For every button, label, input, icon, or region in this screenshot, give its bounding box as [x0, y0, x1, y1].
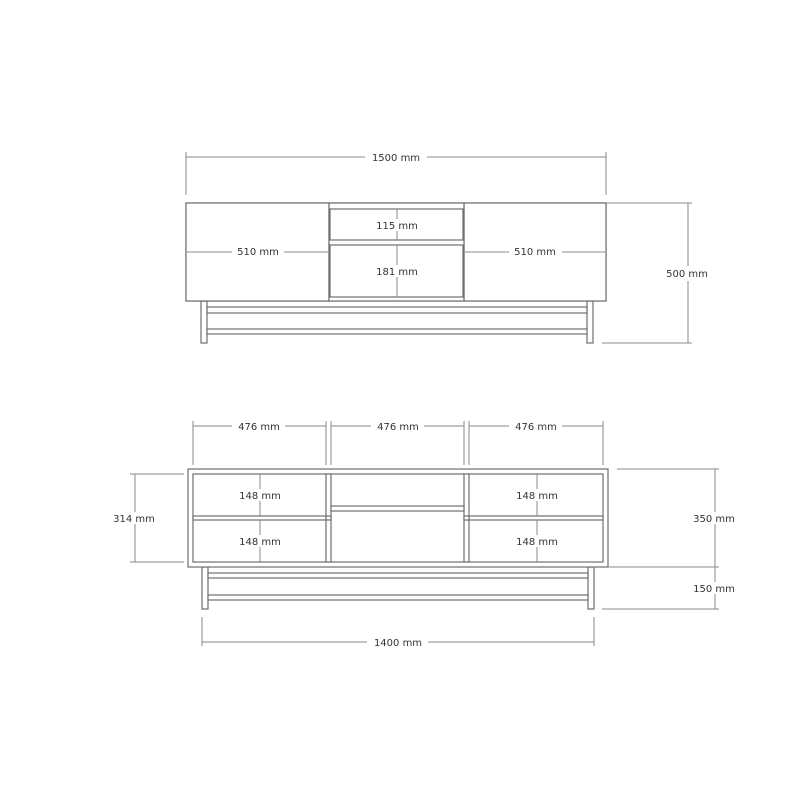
open-view: 476 mm 476 mm 476 mm	[113, 421, 735, 649]
left-shelf	[192, 515, 327, 521]
dim-compartment-widths: 476 mm 476 mm 476 mm	[192, 421, 604, 465]
overall-width-label: 1500 mm	[372, 153, 420, 164]
compartment-width-1: 476 mm	[238, 422, 280, 433]
base-frame	[200, 300, 594, 344]
dim-right-door: 510 mm	[465, 247, 605, 258]
dim-body-leg-height: 350 mm 150 mm	[602, 468, 735, 610]
right-door-width-label: 510 mm	[514, 247, 556, 258]
compartment-width-2: 476 mm	[377, 422, 419, 433]
dim-upper-drawer: 115 mm	[374, 209, 420, 240]
middle-shelf	[330, 505, 465, 512]
left-shelf-lower-label: 148 mm	[239, 537, 281, 548]
dim-left-shelves: 148 mm 148 mm	[237, 474, 283, 562]
body-height-label: 350 mm	[693, 514, 735, 525]
dim-left-door: 510 mm	[187, 247, 328, 258]
right-shelf-lower-label: 148 mm	[516, 537, 558, 548]
lower-drawer-height-label: 181 mm	[376, 267, 418, 278]
right-shelf-upper-label: 148 mm	[516, 491, 558, 502]
base-frame-open	[201, 566, 595, 610]
compartment-width-3: 476 mm	[515, 422, 557, 433]
dim-inner-height: 314 mm	[113, 473, 184, 563]
left-edge-stub	[325, 515, 332, 521]
leg-height-label: 150 mm	[693, 584, 735, 595]
upper-drawer-height-label: 115 mm	[376, 221, 418, 232]
leg-span-label: 1400 mm	[374, 638, 422, 649]
right-edge-stub	[463, 515, 470, 521]
dim-overall-height: 500 mm	[602, 202, 708, 344]
dim-leg-span: 1400 mm	[201, 617, 595, 649]
overall-height-label: 500 mm	[666, 269, 708, 280]
dim-overall-width: 1500 mm	[185, 152, 607, 195]
inner-height-label: 314 mm	[113, 514, 155, 525]
dim-right-shelves: 148 mm 148 mm	[514, 474, 560, 562]
front-view: 1500 mm 510 mm 510 mm	[185, 152, 708, 344]
left-shelf-upper-label: 148 mm	[239, 491, 281, 502]
dim-lower-drawer: 181 mm	[374, 245, 420, 297]
right-shelf	[468, 515, 604, 521]
left-door-width-label: 510 mm	[237, 247, 279, 258]
